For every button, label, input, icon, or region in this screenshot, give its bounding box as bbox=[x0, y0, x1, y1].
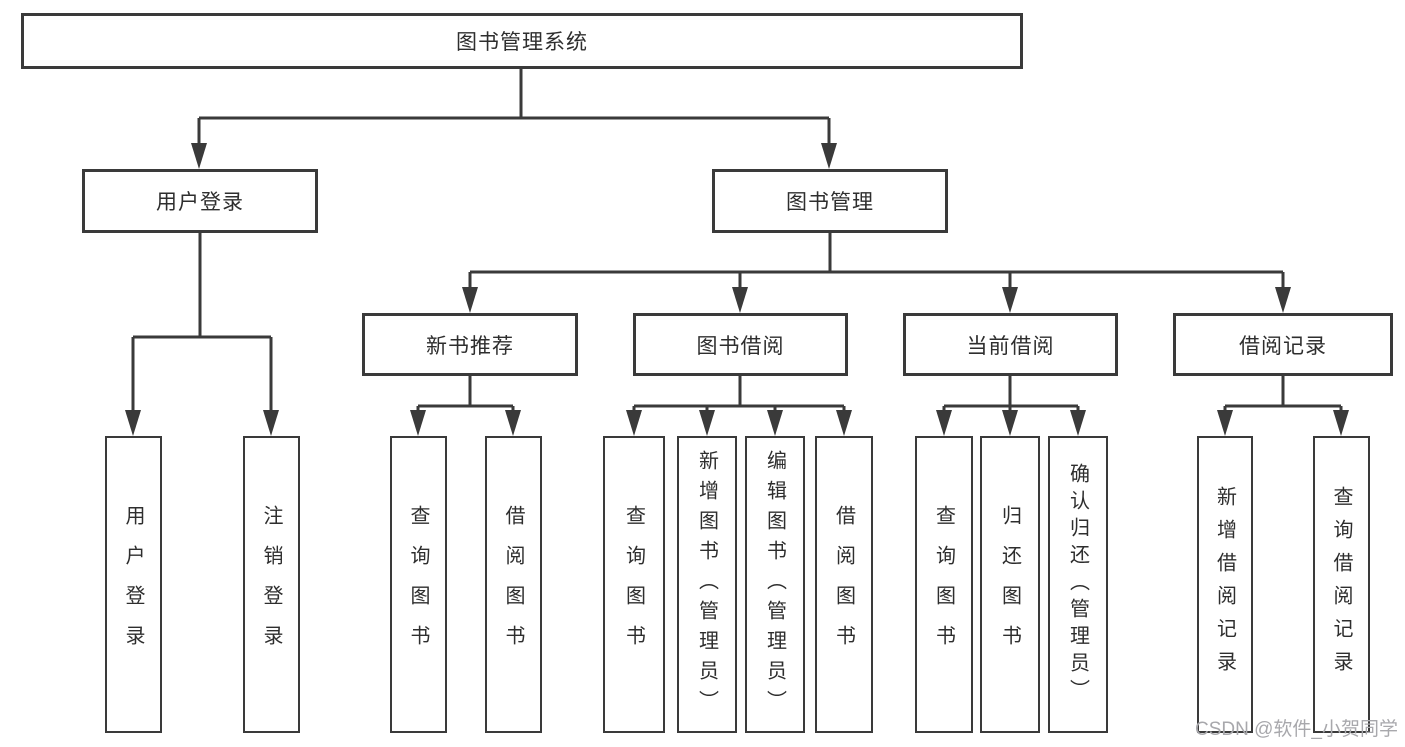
node-borrowing-records: 借阅记录 bbox=[1173, 313, 1393, 376]
node-current-borrowing: 当前借阅 bbox=[903, 313, 1118, 376]
node-return-books: 归还图书 bbox=[980, 436, 1040, 733]
node-query-borrow-record: 查询借阅记录 bbox=[1313, 436, 1370, 733]
node-label: 用户登录 bbox=[122, 504, 144, 665]
node-query-books-current: 查询图书 bbox=[915, 436, 973, 733]
node-label: 归还图书 bbox=[998, 504, 1021, 665]
node-label: 新书推荐 bbox=[426, 334, 514, 358]
node-user-login-leaf: 用户登录 bbox=[105, 436, 162, 733]
csdn-watermark: CSDN @软件_小贺同学 bbox=[1195, 719, 1398, 740]
node-book-borrowing: 图书借阅 bbox=[633, 313, 848, 376]
node-new-book-recommendation: 新书推荐 bbox=[362, 313, 578, 376]
node-logout-login: 注销登录 bbox=[243, 436, 300, 733]
node-label: 图书管理 bbox=[786, 191, 874, 214]
node-book-management: 图书管理 bbox=[712, 169, 948, 233]
node-label: 用户登录 bbox=[156, 191, 244, 214]
node-label: 新增图书（管理员） bbox=[695, 449, 718, 720]
node-label: 新增借阅记录 bbox=[1213, 485, 1236, 684]
node-label: 查询图书 bbox=[932, 504, 955, 665]
node-label: 图书借阅 bbox=[696, 334, 785, 358]
node-borrow-books-borrowing: 借阅图书 bbox=[815, 436, 873, 733]
node-label: 注销登录 bbox=[260, 504, 282, 665]
node-add-borrow-record: 新增借阅记录 bbox=[1197, 436, 1253, 733]
node-edit-books-admin: 编辑图书（管理员） bbox=[745, 436, 805, 733]
node-borrow-books-recommend: 借阅图书 bbox=[485, 436, 542, 733]
node-label: 查询图书 bbox=[622, 504, 645, 665]
node-query-books-recommend: 查询图书 bbox=[390, 436, 447, 733]
node-label: 借阅图书 bbox=[502, 504, 524, 665]
node-label: 图书管理系统 bbox=[456, 31, 588, 54]
node-label: 确认归还（管理员） bbox=[1066, 463, 1089, 706]
node-add-books-admin: 新增图书（管理员） bbox=[677, 436, 737, 733]
node-label: 编辑图书（管理员） bbox=[763, 449, 786, 720]
node-label: 借阅图书 bbox=[832, 504, 855, 665]
node-library-management-system: 图书管理系统 bbox=[21, 13, 1023, 69]
node-user-login: 用户登录 bbox=[82, 169, 318, 233]
node-label: 查询图书 bbox=[407, 504, 429, 665]
node-label: 查询借阅记录 bbox=[1330, 485, 1352, 684]
node-confirm-return-admin: 确认归还（管理员） bbox=[1048, 436, 1108, 733]
node-query-books-borrowing: 查询图书 bbox=[603, 436, 665, 733]
node-label: 借阅记录 bbox=[1239, 334, 1327, 358]
node-label: 当前借阅 bbox=[966, 334, 1055, 358]
